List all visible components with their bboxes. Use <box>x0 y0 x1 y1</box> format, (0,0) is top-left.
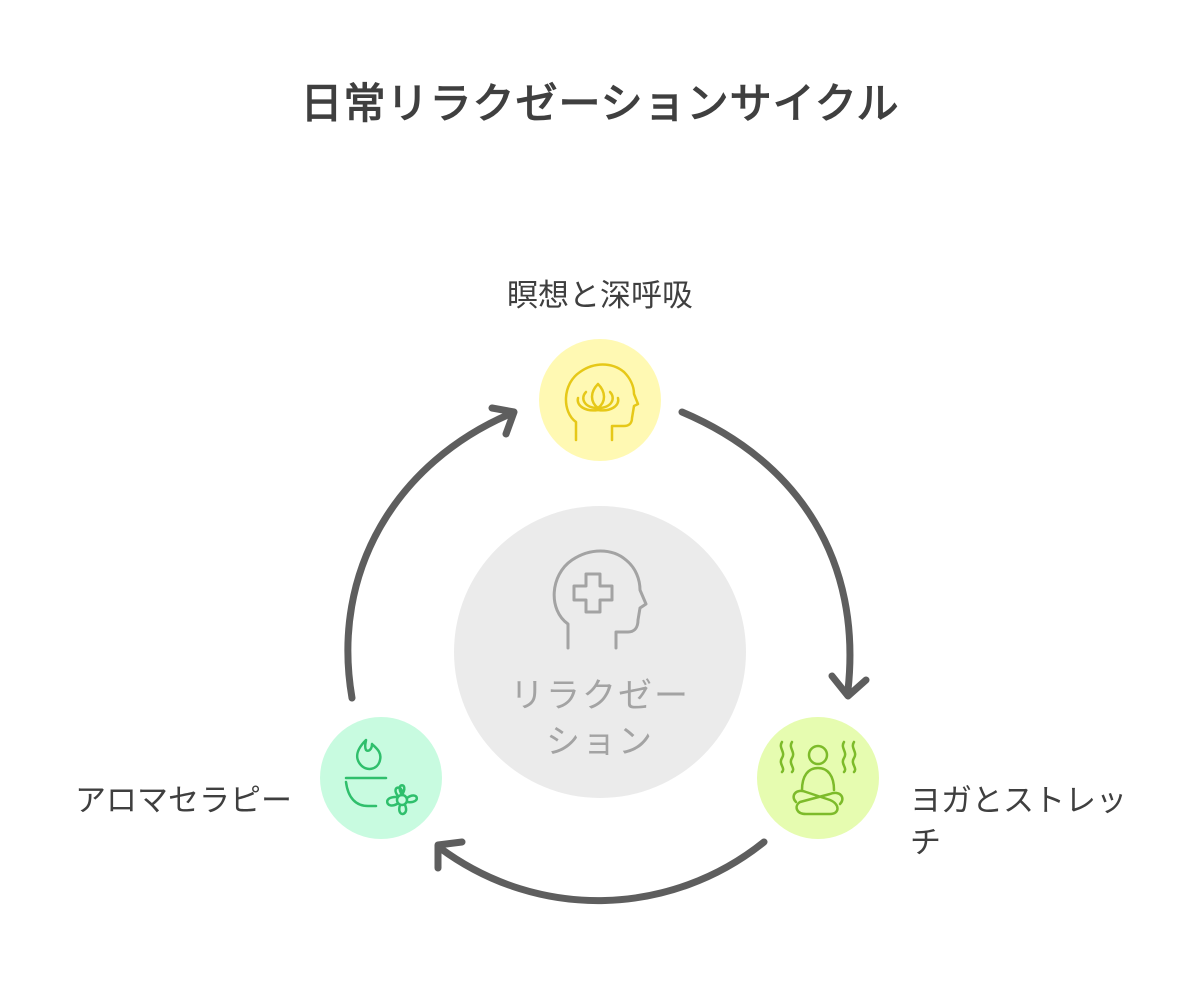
meditation-circle <box>539 339 661 461</box>
step-label-yoga: ヨガとストレッ チ <box>910 783 1127 861</box>
cycle-arrows <box>344 404 870 904</box>
step-label-meditation: 瞑想と深呼吸 <box>507 278 693 314</box>
step-label-aroma: アロマセラピー <box>75 783 292 819</box>
arrow-right-to-left <box>436 838 768 904</box>
center-label: リラクゼー ション <box>510 676 690 762</box>
yoga-circle <box>757 717 879 839</box>
head-lotus-icon <box>564 363 640 442</box>
yoga-meditation-icon <box>779 740 857 816</box>
diagram-title: 日常リラクゼーションサイクル <box>300 79 900 128</box>
aroma-flame-flower-icon <box>344 738 418 816</box>
arrow-top-to-right <box>678 408 854 694</box>
arrow-left-to-top <box>344 410 514 702</box>
arrow-right-to-left-head <box>434 838 466 872</box>
arrow-left-to-top-head <box>488 404 518 438</box>
center-circle <box>454 506 746 798</box>
arrow-top-to-right-head <box>828 672 870 700</box>
head-plus-icon <box>552 549 648 650</box>
